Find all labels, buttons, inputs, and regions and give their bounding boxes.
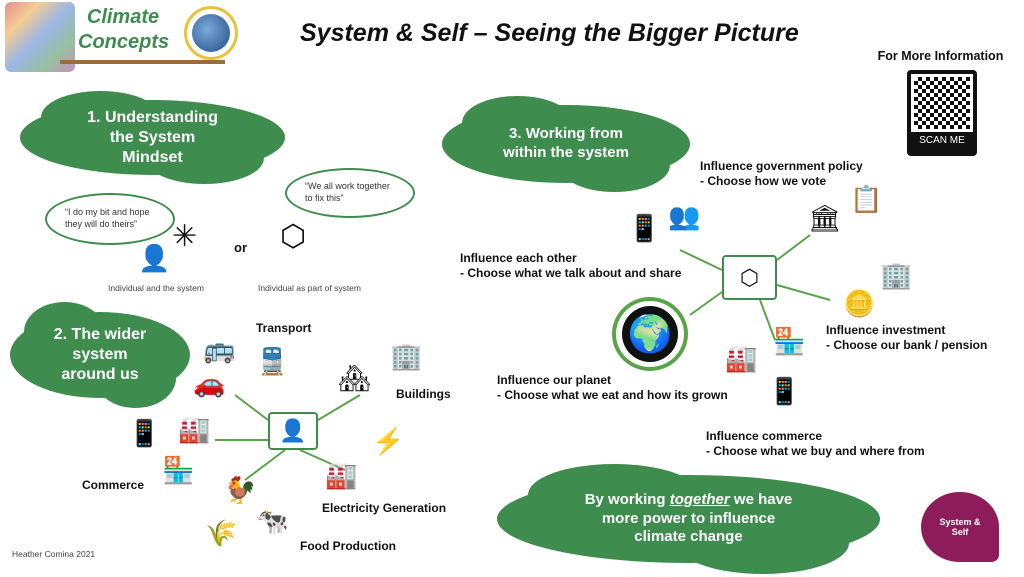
message-post: we have more power to influence climate … <box>601 490 793 546</box>
logo-line2: Concepts <box>78 31 170 53</box>
person-icon: 👤 <box>279 418 307 443</box>
ballot-icon: 📋 <box>850 184 883 214</box>
coins-icon: 🪙 <box>843 288 876 318</box>
or-label: or <box>234 240 247 255</box>
office-tower-icon: 🏢 <box>880 260 913 290</box>
government-building-icon: 🏛 <box>808 203 842 233</box>
gov-sub: - Choose how we vote <box>700 174 827 188</box>
logo-line1: Climate <box>86 6 160 28</box>
wheat-icon: 🌾 <box>205 518 238 548</box>
shop-icon: 🏪 <box>162 455 195 485</box>
car-icon: 🚗 <box>193 368 226 398</box>
globe-icon: 🌍 <box>612 297 688 371</box>
city-buildings-icon: 🏢 <box>390 341 423 371</box>
factory-icon: 🏭 <box>725 343 758 373</box>
badge-label: System & Self <box>939 517 981 537</box>
gov-title: Influence government policy <box>700 159 863 173</box>
logo-text: Climate Concepts <box>78 5 170 55</box>
chicken-icon: 🐓 <box>224 475 257 505</box>
section3-heading-cloud: 3. Working from within the system <box>442 95 690 193</box>
network-hub-icon: ✳ <box>172 220 198 253</box>
system-self-badge: System & Self <box>921 492 999 562</box>
houses-road-icon: 🏘 <box>338 363 372 393</box>
invest-title: Influence investment <box>826 323 946 337</box>
transport-label: Transport <box>256 321 312 335</box>
qr-pattern-icon <box>911 74 973 132</box>
system-network-hub: ⬡ <box>722 255 777 300</box>
individual-hub: 👤 <box>268 412 318 450</box>
other-title: Influence each other <box>460 251 577 265</box>
other-sub: - Choose what we talk about and share <box>460 266 682 280</box>
person-icon: 👤 <box>138 243 171 273</box>
together-message-cloud: By working together we have more power t… <box>497 464 880 574</box>
quote-individual: “I do my bit and hope they will do their… <box>65 207 150 229</box>
planet-sub: - Choose what we eat and how its grown <box>497 388 728 402</box>
electricity-label: Electricity Generation <box>322 501 447 515</box>
phone-people-icon: 📱 <box>628 213 661 243</box>
section3-heading: 3. Working from within the system <box>503 125 629 161</box>
logo-bar <box>60 60 225 64</box>
shop-icon: 🏪 <box>773 326 806 356</box>
commerce-label: Commerce <box>82 478 145 492</box>
factory-icon: 🏭 <box>178 414 211 444</box>
food-label: Food Production <box>300 539 396 553</box>
bus-icon: 🚌 <box>203 334 236 364</box>
credit: Heather Comina 2021 <box>12 549 96 559</box>
buildings-label: Buildings <box>396 387 451 401</box>
section2-heading: 2. The wider system around us <box>53 326 147 383</box>
quote-together: “We all work together to fix this” <box>305 181 390 203</box>
together-message: By working together we have more power t… <box>579 491 799 547</box>
thought-bubble-individual: “I do my bit and hope they will do their… <box>45 193 175 245</box>
logo-globe-icon <box>192 14 230 52</box>
connected-network-icon: ⬡ <box>280 220 307 253</box>
page-title: System & Self – Seeing the Bigger Pictur… <box>300 19 799 47</box>
people-group-icon: 👥 <box>668 201 701 231</box>
thought-bubble-together: “We all work together to fix this” <box>285 168 415 218</box>
qr-code[interactable]: SCAN ME <box>907 70 977 156</box>
pylon-icon: ⚡ <box>372 426 405 456</box>
scan-me-label: SCAN ME <box>919 135 965 146</box>
caption-part-of-system: Individual as part of system <box>258 283 361 293</box>
qr-heading: For More Information <box>877 49 1004 63</box>
section1-heading-cloud: 1. Understanding the System Mindset <box>20 91 285 184</box>
phone-shop-icon: 📱 <box>128 418 161 448</box>
commerce-sub: - Choose what we buy and where from <box>706 444 925 458</box>
phone-cart-icon: 📱 <box>768 376 801 406</box>
network-icon: ⬡ <box>739 264 760 290</box>
train-icon: 🚆 <box>256 346 289 376</box>
message-pre: By working <box>584 490 670 508</box>
caption-individual-system: Individual and the system <box>108 283 204 293</box>
power-station-icon: 🏭 <box>325 460 358 490</box>
planet-title: Influence our planet <box>497 373 612 387</box>
cow-icon: 🐄 <box>256 506 289 536</box>
commerce-title: Influence commerce <box>706 429 823 443</box>
message-emphasis: together <box>669 490 730 508</box>
section2-heading-cloud: 2. The wider system around us <box>10 301 190 409</box>
invest-sub: - Choose our bank / pension <box>826 338 988 352</box>
section1-heading: 1. Understanding the System Mindset <box>87 108 218 166</box>
